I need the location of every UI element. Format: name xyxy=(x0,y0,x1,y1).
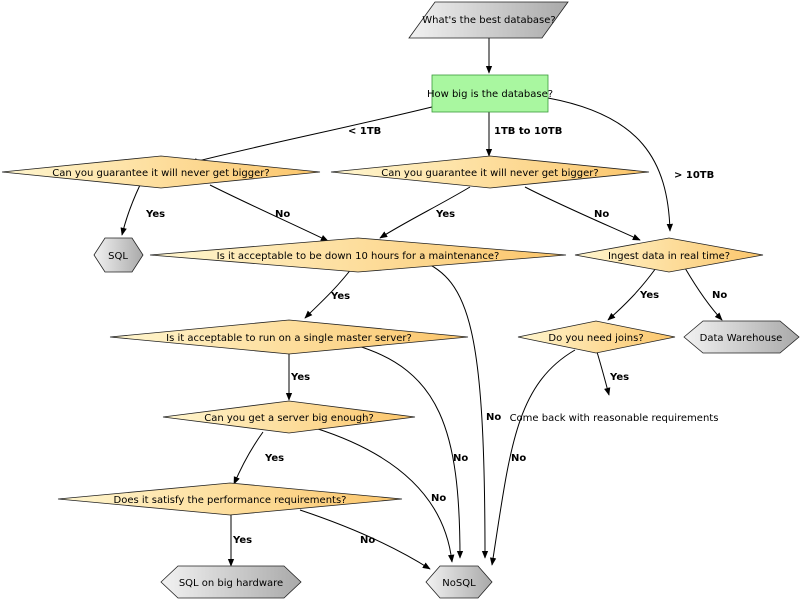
warehouse-hexagon xyxy=(683,320,800,354)
edge-label-master-no: No xyxy=(453,453,468,464)
start-parallelogram-shape xyxy=(408,1,569,39)
edge-label-gt10tb: > 10TB xyxy=(674,170,714,181)
big-enough-diamond xyxy=(162,400,416,434)
edge-rt-joins xyxy=(607,267,657,321)
edge-rt-warehouse xyxy=(684,267,723,321)
edge-big-perf xyxy=(233,431,264,485)
edge-downtime-master xyxy=(304,267,353,319)
single-master-label: Is it acceptable to run on a single mast… xyxy=(166,333,412,344)
node-realtime: Ingest data in real time? xyxy=(574,237,764,273)
edge-downtime-nosql xyxy=(419,259,489,559)
guarantee-mid-label: Can you guarantee it will never get bigg… xyxy=(381,168,598,179)
node-sql-big: SQL on big hardware xyxy=(160,565,302,599)
joins-label: Do you need joins? xyxy=(548,333,643,344)
downtime-diamond xyxy=(149,237,567,273)
edge-label-big-no: No xyxy=(431,493,446,504)
edge-label-mid-yes: Yes xyxy=(435,209,455,220)
edge-label-perf-yes: Yes xyxy=(232,535,252,546)
edge-size-small xyxy=(189,104,441,165)
edge-label-master-yes: Yes xyxy=(290,372,310,383)
edge-label-down-no: No xyxy=(486,412,501,423)
edge-label-small-yes: Yes xyxy=(145,209,165,220)
edge-label-mid-no: No xyxy=(594,209,609,220)
edge-small-sql xyxy=(120,184,141,236)
edge-big-nosql xyxy=(314,427,455,563)
nosql-hexagon xyxy=(425,565,493,599)
edge-labels: < 1TB 1TB to 10TB > 10TB Yes No Yes No Y… xyxy=(145,126,727,546)
big-enough-label: Can you get a server big enough? xyxy=(204,413,374,424)
edge-size-large xyxy=(547,97,673,232)
size-question-box xyxy=(431,74,549,113)
node-downtime: Is it acceptable to be down 10 hours for… xyxy=(149,237,567,273)
edge-mid-downtime xyxy=(379,186,471,239)
guarantee-small-label: Can you guarantee it will never get bigg… xyxy=(52,168,269,179)
edges xyxy=(120,38,723,570)
node-single-master: Is it acceptable to run on a single mast… xyxy=(109,319,469,355)
edge-label-lt1tb: < 1TB xyxy=(348,126,381,137)
start-label: What's the best database? xyxy=(422,15,555,26)
performance-diamond xyxy=(57,482,403,516)
single-master-diamond xyxy=(109,319,469,355)
sql-label: SQL xyxy=(108,251,128,262)
node-performance: Does it satisfy the performance requirem… xyxy=(57,482,403,516)
edge-label-big-yes: Yes xyxy=(264,453,284,464)
node-warehouse: Data Warehouse xyxy=(683,320,800,354)
guarantee-small-diamond xyxy=(1,155,321,189)
edge-mid-realtime xyxy=(524,186,641,241)
edge-small-downtime xyxy=(209,184,329,242)
sql-hexagon xyxy=(93,237,144,273)
node-big-enough: Can you get a server big enough? xyxy=(162,400,416,434)
realtime-diamond xyxy=(574,237,764,273)
edge-label-down-yes: Yes xyxy=(330,291,350,302)
node-size-question: How big is the database? xyxy=(427,74,553,113)
edge-label-rt-yes: Yes xyxy=(639,290,659,301)
edge-master-nosql xyxy=(354,344,464,559)
edge-label-joins-no: No xyxy=(511,453,526,464)
node-start: What's the best database? xyxy=(408,1,569,39)
node-come-back: Come back with reasonable requirements xyxy=(510,413,719,424)
node-sql: SQL xyxy=(93,237,144,273)
come-back-label: Come back with reasonable requirements xyxy=(510,413,719,424)
edge-label-joins-yes: Yes xyxy=(609,372,629,383)
node-guarantee-small: Can you guarantee it will never get bigg… xyxy=(1,155,321,189)
edge-perf-nosql xyxy=(299,509,431,570)
node-joins: Do you need joins? xyxy=(517,320,676,354)
edge-joins-comeback xyxy=(596,351,611,396)
edge-label-small-no: No xyxy=(275,209,290,220)
edge-label-mid: 1TB to 10TB xyxy=(494,126,562,137)
nosql-label: NoSQL xyxy=(442,578,476,589)
downtime-label: Is it acceptable to be down 10 hours for… xyxy=(217,251,500,262)
size-question-label: How big is the database? xyxy=(427,89,553,100)
edge-label-perf-no: No xyxy=(360,535,375,546)
warehouse-label: Data Warehouse xyxy=(700,333,783,344)
realtime-label: Ingest data in real time? xyxy=(608,251,730,262)
edge-label-rt-no: No xyxy=(712,290,727,301)
edge-joins-nosql xyxy=(489,349,576,566)
guarantee-mid-diamond xyxy=(330,155,650,189)
performance-label: Does it satisfy the performance requirem… xyxy=(114,495,347,506)
joins-diamond xyxy=(517,320,676,354)
node-guarantee-mid: Can you guarantee it will never get bigg… xyxy=(330,155,650,189)
sql-big-hexagon xyxy=(160,565,302,599)
node-nosql: NoSQL xyxy=(425,565,493,599)
sql-big-label: SQL on big hardware xyxy=(179,578,283,589)
